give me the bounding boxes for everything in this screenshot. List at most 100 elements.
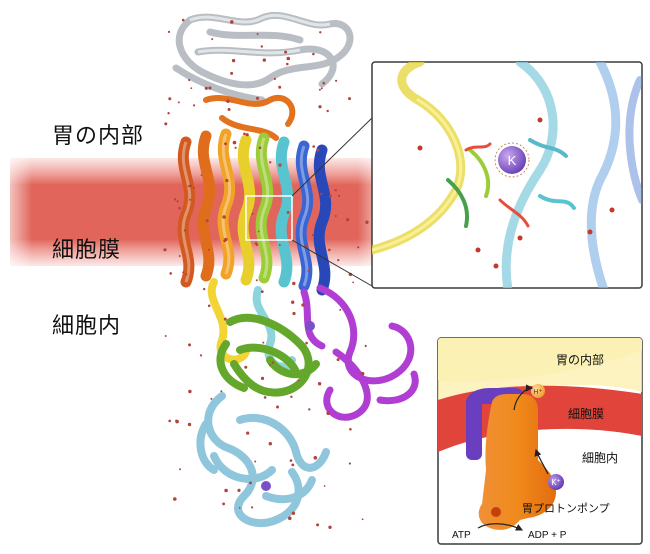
- water-dot: [284, 50, 288, 54]
- label-intracellular: 細胞内: [52, 314, 122, 339]
- water-dot: [334, 215, 337, 217]
- water-dot: [238, 506, 241, 509]
- water-dot: [254, 460, 257, 463]
- water-dot: [220, 390, 223, 393]
- water-dot: [312, 52, 315, 56]
- water-dot: [337, 259, 340, 262]
- water-dot: [278, 163, 282, 167]
- label-stomach-interior: 胃の内部: [52, 124, 145, 149]
- water-dot: [326, 411, 331, 416]
- water-dot: [169, 272, 172, 275]
- water-dot: [245, 133, 249, 137]
- water-dot: [164, 122, 168, 126]
- water-dot: [320, 192, 323, 196]
- water-dot: [205, 219, 209, 223]
- water-dot: [207, 304, 211, 308]
- water-dot: [256, 33, 259, 35]
- water-dot: [249, 481, 252, 485]
- water-dot: [323, 485, 326, 487]
- water-dot: [361, 518, 364, 521]
- water-dot: [263, 396, 267, 399]
- water-dot: [179, 468, 182, 471]
- water-dot: [348, 462, 351, 465]
- water-dot: [326, 109, 329, 113]
- water-dot: [251, 506, 254, 509]
- water-dot: [338, 194, 341, 197]
- water-dot: [320, 87, 323, 90]
- water-dot: [222, 215, 226, 219]
- proton-pump: [478, 394, 556, 530]
- water-dot: [365, 220, 369, 224]
- water-dot: [286, 211, 290, 214]
- water-dot: [244, 365, 248, 369]
- water-dot: [189, 184, 192, 188]
- water-dot: [207, 248, 210, 251]
- proton-ion: [531, 384, 545, 398]
- water-dot: [328, 248, 331, 252]
- water-dot: [291, 300, 295, 304]
- water-dot: [291, 511, 296, 515]
- water-dot: [316, 148, 320, 152]
- water-dot: [291, 463, 295, 467]
- water-dot: [260, 45, 263, 48]
- water-dot: [189, 198, 191, 201]
- water-dot: [328, 194, 332, 198]
- water-dot: [176, 200, 179, 203]
- water-dot: [224, 488, 228, 493]
- water-dot: [322, 81, 326, 85]
- label-cell-membrane: 細胞膜: [52, 238, 122, 263]
- water-dot: [178, 255, 181, 257]
- protein-structure: [172, 11, 419, 528]
- water-dot: [173, 497, 177, 501]
- water-dot: [335, 79, 338, 82]
- zoom-region-box: [245, 195, 293, 241]
- potassium-ion-zoom: [498, 146, 526, 174]
- water-dot: [204, 86, 208, 90]
- water-dot: [222, 502, 226, 506]
- water-dot: [231, 58, 236, 63]
- water-dot: [188, 78, 191, 82]
- water-dot: [181, 18, 185, 22]
- water-dot: [308, 408, 311, 411]
- water-dot: [164, 335, 167, 337]
- water-dot: [260, 290, 264, 293]
- water-dot: [334, 189, 337, 192]
- water-dot: [316, 523, 320, 527]
- water-dot: [223, 317, 227, 321]
- water-dot: [357, 246, 360, 249]
- water-dot: [317, 382, 322, 386]
- water-dot: [255, 279, 258, 282]
- water-dot: [262, 341, 265, 344]
- water-dot: [269, 161, 272, 164]
- water-dot: [185, 273, 188, 276]
- water-dot: [286, 62, 289, 66]
- water-dot: [251, 212, 254, 215]
- water-dot: [307, 269, 310, 273]
- water-dot: [234, 146, 237, 149]
- water-dot: [301, 303, 305, 307]
- water-dot: [348, 97, 351, 101]
- water-dot: [178, 206, 181, 210]
- water-dot: [260, 376, 265, 380]
- water-dot: [313, 456, 318, 460]
- water-dot: [273, 77, 276, 80]
- water-dot: [168, 419, 171, 423]
- water-dot: [203, 287, 206, 291]
- water-dot: [225, 178, 229, 183]
- water-dot: [290, 395, 293, 398]
- potassium-ion-label: K+: [551, 478, 560, 487]
- schematic-inset: 胃の内部 細胞膜 細胞内 H+ K+ 胃プロトンポンプ ATP ADP + P: [437, 337, 643, 545]
- potassium-ion-label-zoom: K: [508, 153, 517, 168]
- water-dot: [258, 146, 262, 150]
- zoom-inset: K: [371, 61, 643, 289]
- water-dot: [271, 361, 275, 364]
- water-dot: [243, 132, 246, 136]
- water-dot: [193, 104, 196, 107]
- proton-ion-label: H+: [533, 388, 542, 396]
- water-dot: [224, 142, 227, 146]
- water-dot: [269, 364, 271, 367]
- water-dot: [305, 341, 308, 345]
- water-dot: [311, 234, 314, 236]
- water-dot: [167, 112, 170, 115]
